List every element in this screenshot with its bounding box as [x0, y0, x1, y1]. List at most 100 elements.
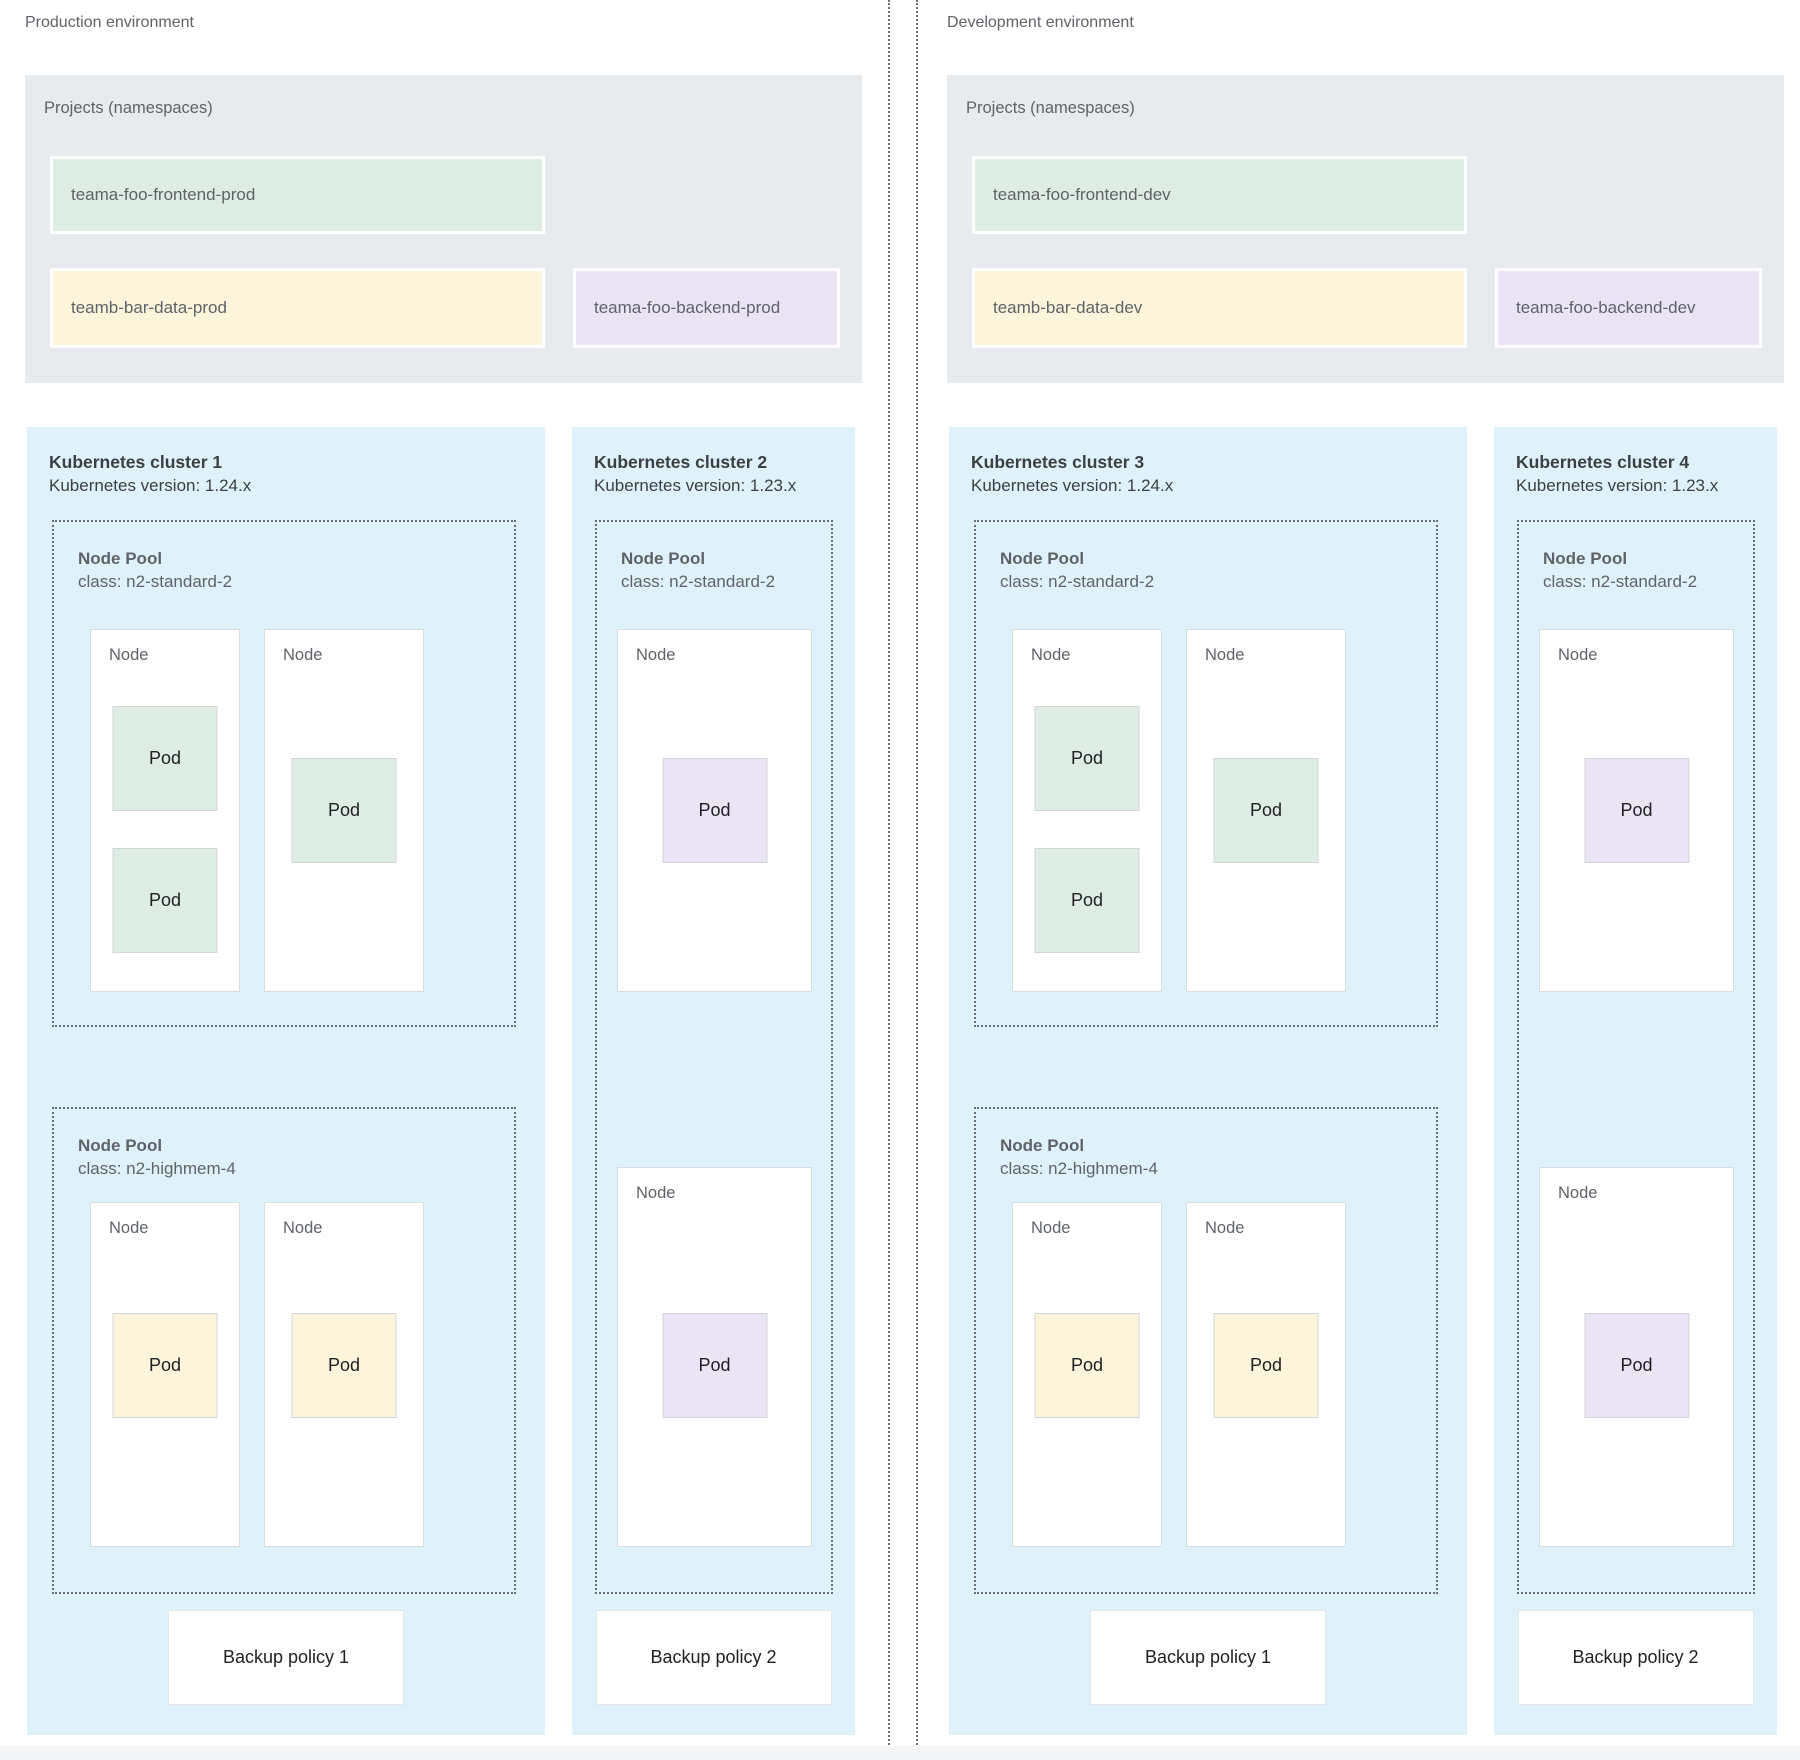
node-label: Node: [1558, 646, 1598, 664]
node-pool-standard: Node Pool class: n2-standard-2 Node Pod …: [974, 520, 1438, 1027]
node-label: Node: [283, 1219, 323, 1237]
node-pool-name: Node Pool: [621, 549, 706, 568]
pod-box: Pod: [1213, 758, 1319, 863]
project-box-frontend: teama-foo-frontend-prod: [50, 156, 545, 234]
node-pool-standard: Node Pool class: n2-standard-2 Node Pod …: [595, 520, 833, 1594]
backup-policy-box: Backup policy 1: [168, 1610, 404, 1705]
node-pool-name: Node Pool: [78, 549, 163, 568]
node-pool-header: Node Pool class: n2-standard-2: [78, 548, 232, 594]
node-box: Node Pod Pod: [1012, 629, 1162, 992]
node-box: Node Pod: [1186, 1202, 1346, 1547]
node-pool-standard: Node Pool class: n2-standard-2 Node Pod …: [1517, 520, 1755, 1594]
node-pool-class: class: n2-standard-2: [1543, 571, 1698, 591]
project-box-data: teamb-bar-data-prod: [50, 268, 545, 348]
kubernetes-cluster-1-box: Kubernetes cluster 1 Kubernetes version:…: [27, 427, 545, 1735]
cluster-header: Kubernetes cluster 3 Kubernetes version:…: [971, 451, 1173, 498]
cluster-version: Kubernetes version: 1.23.x: [594, 475, 797, 495]
cluster-version: Kubernetes version: 1.24.x: [971, 475, 1174, 495]
clusters-row: Kubernetes cluster 3 Kubernetes version:…: [949, 427, 1784, 1735]
project-label: teama-foo-frontend-dev: [993, 185, 1171, 204]
node-box: Node Pod: [1186, 629, 1346, 992]
kubernetes-cluster-3-box: Kubernetes cluster 3 Kubernetes version:…: [949, 427, 1467, 1735]
pod-box: Pod: [1034, 1313, 1140, 1418]
node-pool-class: class: n2-standard-2: [78, 571, 233, 591]
node-label: Node: [1031, 1219, 1071, 1237]
cluster-header: Kubernetes cluster 2 Kubernetes version:…: [594, 451, 796, 498]
cluster-title: Kubernetes cluster 3: [971, 452, 1145, 472]
node-box: Node Pod: [1539, 629, 1734, 992]
node-pool-class: class: n2-highmem-4: [1000, 1158, 1158, 1178]
environment-label: Production environment: [25, 14, 194, 31]
project-box-frontend: teama-foo-frontend-dev: [972, 156, 1467, 234]
node-pool-name: Node Pool: [1000, 549, 1085, 568]
pod-box: Pod: [291, 758, 397, 863]
kubernetes-cluster-4-box: Kubernetes cluster 4 Kubernetes version:…: [1494, 427, 1777, 1735]
node-pool-highmem: Node Pool class: n2-highmem-4 Node Pod N…: [974, 1107, 1438, 1594]
node-pool-header: Node Pool class: n2-standard-2: [1543, 548, 1697, 594]
project-label: teamb-bar-data-dev: [993, 298, 1143, 317]
node-label: Node: [1031, 646, 1071, 664]
project-label: teamb-bar-data-prod: [71, 298, 227, 317]
node-label: Node: [109, 646, 149, 664]
backup-policy-box: Backup policy 2: [1517, 1610, 1754, 1705]
pod-box: Pod: [662, 1313, 767, 1418]
projects-title: Projects (namespaces): [44, 99, 213, 117]
projects-namespaces-box: Projects (namespaces) teama-foo-frontend…: [25, 75, 862, 383]
node-pool-header: Node Pool class: n2-standard-2: [621, 548, 775, 594]
node-box: Node Pod: [1539, 1167, 1734, 1547]
node-label: Node: [636, 646, 676, 664]
pod-box: Pod: [1034, 706, 1140, 811]
cluster-version: Kubernetes version: 1.23.x: [1516, 475, 1719, 495]
node-box: Node Pod: [617, 629, 812, 992]
environment-divider-line: [888, 0, 890, 1760]
pod-box: Pod: [112, 1313, 218, 1418]
pod-box: Pod: [291, 1313, 397, 1418]
kubernetes-cluster-2-box: Kubernetes cluster 2 Kubernetes version:…: [572, 427, 855, 1735]
projects-namespaces-box: Projects (namespaces) teama-foo-frontend…: [947, 75, 1784, 383]
node-pool-name: Node Pool: [78, 1136, 163, 1155]
backup-policy-box: Backup policy 2: [595, 1610, 832, 1705]
pod-box: Pod: [112, 706, 218, 811]
node-pool-header: Node Pool class: n2-standard-2: [1000, 548, 1154, 594]
backup-policy-box: Backup policy 1: [1090, 1610, 1326, 1705]
node-box: Node Pod: [90, 1202, 240, 1547]
pod-box: Pod: [1584, 758, 1689, 863]
project-box-backend: teama-foo-backend-dev: [1495, 268, 1762, 348]
node-pool-header: Node Pool class: n2-highmem-4: [1000, 1135, 1158, 1181]
environment-divider-line: [916, 0, 918, 1760]
project-label: teama-foo-backend-prod: [594, 298, 781, 317]
node-box: Node Pod Pod: [90, 629, 240, 992]
production-environment-panel: Production environment Projects (namespa…: [25, 0, 862, 1760]
pod-box: Pod: [1034, 848, 1140, 953]
node-label: Node: [636, 1184, 676, 1202]
node-label: Node: [109, 1219, 149, 1237]
node-pool-header: Node Pool class: n2-highmem-4: [78, 1135, 236, 1181]
cluster-title: Kubernetes cluster 4: [1516, 452, 1690, 472]
pod-box: Pod: [1584, 1313, 1689, 1418]
projects-title: Projects (namespaces): [966, 99, 1135, 117]
project-label: teama-foo-backend-dev: [1516, 298, 1696, 317]
node-box: Node Pod: [617, 1167, 812, 1547]
cluster-version: Kubernetes version: 1.24.x: [49, 475, 252, 495]
project-box-data: teamb-bar-data-dev: [972, 268, 1467, 348]
node-pool-class: class: n2-highmem-4: [78, 1158, 236, 1178]
cluster-header: Kubernetes cluster 4 Kubernetes version:…: [1516, 451, 1718, 498]
node-pool-name: Node Pool: [1543, 549, 1628, 568]
development-environment-panel: Development environment Projects (namesp…: [947, 0, 1784, 1760]
node-label: Node: [1205, 646, 1245, 664]
node-label: Node: [1205, 1219, 1245, 1237]
node-label: Node: [283, 646, 323, 664]
node-pool-class: class: n2-standard-2: [621, 571, 776, 591]
node-pool-standard: Node Pool class: n2-standard-2 Node Pod …: [52, 520, 516, 1027]
node-label: Node: [1558, 1184, 1598, 1202]
pod-box: Pod: [112, 848, 218, 953]
node-box: Node Pod: [264, 629, 424, 992]
pod-box: Pod: [662, 758, 767, 863]
node-pool-highmem: Node Pool class: n2-highmem-4 Node Pod N…: [52, 1107, 516, 1594]
clusters-row: Kubernetes cluster 1 Kubernetes version:…: [27, 427, 862, 1735]
cluster-title: Kubernetes cluster 1: [49, 452, 223, 472]
environment-label: Development environment: [947, 14, 1134, 31]
page-bottom-strip: [0, 1746, 1800, 1760]
node-pool-name: Node Pool: [1000, 1136, 1085, 1155]
node-pool-class: class: n2-standard-2: [1000, 571, 1155, 591]
